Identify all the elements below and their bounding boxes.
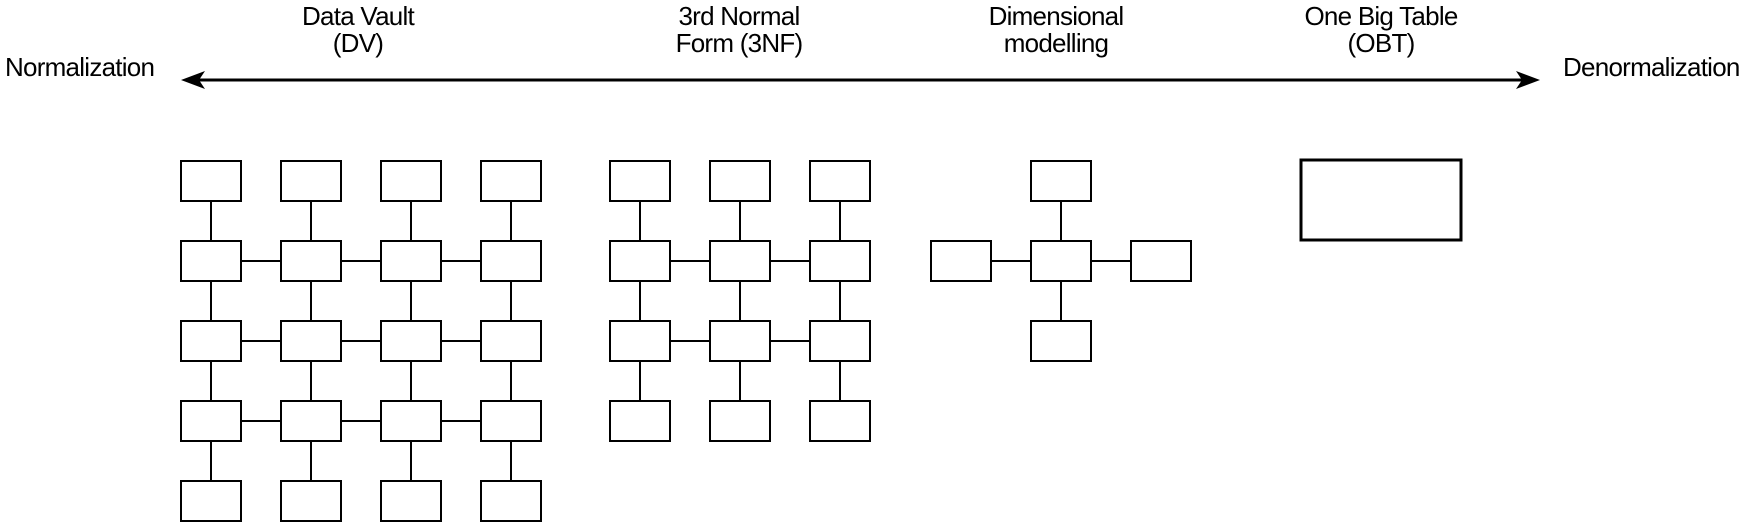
table-box [380,480,442,522]
table-box [809,320,871,362]
table-box [609,400,671,442]
normalization-label: Normalization [5,52,155,82]
table-box [180,160,242,202]
approach-label-line: (DV) [332,28,384,58]
table-box [480,400,542,442]
table-box [380,400,442,442]
table-box [280,400,342,442]
diagram-dimensional [930,160,1192,362]
dimension-table-box [1030,320,1092,362]
approach-label-line: 3rd Normal [678,1,800,31]
diagram-obt [1299,158,1463,242]
table-box [480,240,542,282]
table-box [809,400,871,442]
table-box [280,320,342,362]
table-box [609,160,671,202]
spectrum-arrow [181,71,1540,89]
table-box [709,400,771,442]
denormalization-label: Denormalization [1563,52,1740,82]
table-box [480,480,542,522]
table-box [480,320,542,362]
dimension-table-box [930,240,992,282]
table-box [280,240,342,282]
table-box [809,160,871,202]
table-box [380,160,442,202]
diagram-data-vault [180,160,542,522]
table-box [180,320,242,362]
table-box [609,320,671,362]
approach-label-3nf: 3rd Normal Form (3NF) [675,1,804,58]
table-box [380,320,442,362]
table-box [180,240,242,282]
left-arrowhead-icon [181,71,205,89]
approach-label-line: One Big Table [1304,1,1458,31]
table-box [280,480,342,522]
table-box [380,240,442,282]
table-box [709,320,771,362]
big-table-box [1299,158,1463,242]
dimension-table-box [1130,240,1192,282]
table-box [709,240,771,282]
table-box [480,160,542,202]
approach-label-line: (OBT) [1347,28,1415,58]
approach-label-data-vault: Data Vault (DV) [302,1,415,58]
approach-label-line: Dimensional [988,1,1125,31]
approach-label-line: Data Vault [302,1,415,31]
table-box [709,160,771,202]
approach-label-line: Form (3NF) [675,28,804,58]
table-box [180,480,242,522]
approach-label-line: modelling [1003,28,1109,58]
right-arrowhead-icon [1516,71,1540,89]
fact-table-box [1030,240,1092,282]
diagram-3nf [609,160,871,442]
table-box [280,160,342,202]
dimension-table-box [1030,160,1092,202]
approach-label-obt: One Big Table (OBT) [1304,1,1458,58]
table-box [609,240,671,282]
table-box [180,400,242,442]
approach-label-dimensional: Dimensional modelling [988,1,1125,58]
table-box [809,240,871,282]
